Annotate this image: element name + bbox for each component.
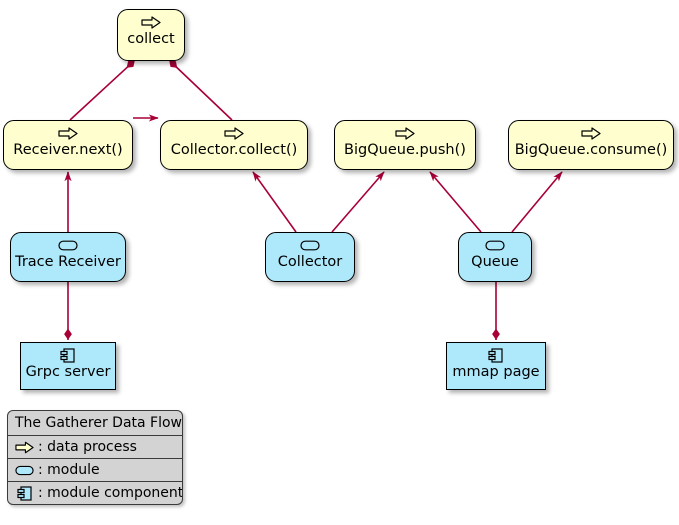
node-receiver-next[interactable]: Receiver.next() (3, 120, 133, 170)
data-process-icon (224, 126, 244, 141)
edge-queue-to-bigqueue-push (429, 171, 482, 233)
edge-collector-to-collector-collect (252, 171, 297, 233)
data-process-icon (15, 440, 34, 455)
node-label: mmap page (452, 364, 540, 380)
node-queue[interactable]: Queue (458, 232, 532, 282)
node-label: Collector (277, 254, 343, 270)
edge-queue-to-bigqueue-consume (511, 171, 563, 233)
module-component-icon (60, 348, 76, 363)
legend-label: : module component (38, 485, 183, 501)
data-process-icon (141, 15, 161, 30)
module-icon (15, 463, 34, 478)
legend-row-module: : module (8, 459, 182, 482)
node-label: Receiver.next() (13, 142, 123, 158)
module-component-icon (488, 348, 504, 363)
node-label: Collector.collect() (170, 142, 298, 158)
node-collector-collect[interactable]: Collector.collect() (160, 120, 308, 170)
node-label: Queue (471, 254, 519, 270)
legend-label: : module (38, 462, 100, 478)
data-process-icon (395, 126, 415, 141)
legend-row-data-process: : data process (8, 436, 182, 459)
node-mmap-page[interactable]: mmap page (446, 342, 546, 390)
legend: The Gatherer Data Flow : data process : … (7, 410, 183, 505)
edge-collect-to-collector-collect (169, 60, 233, 121)
node-label: Grpc server (25, 364, 111, 380)
node-label: Trace Receiver (15, 254, 121, 270)
node-collector[interactable]: Collector (265, 232, 355, 282)
edge-collector-to-bigqueue-push (331, 171, 385, 233)
module-component-icon (15, 485, 34, 501)
module-icon (300, 238, 320, 253)
node-trace-receiver[interactable]: Trace Receiver (10, 232, 126, 282)
node-label: collect (127, 31, 175, 47)
edge-collect-to-receiver-next (69, 60, 135, 121)
module-icon (58, 238, 78, 253)
data-process-icon (58, 126, 78, 141)
data-process-icon (581, 126, 601, 141)
node-collect[interactable]: collect (117, 9, 185, 61)
legend-row-module-component: : module component (8, 482, 182, 504)
node-bigqueue-consume[interactable]: BigQueue.consume() (508, 120, 674, 170)
legend-label: : data process (38, 439, 137, 455)
module-icon (485, 238, 505, 253)
node-grpc-server[interactable]: Grpc server (20, 342, 116, 390)
node-label: BigQueue.push() (344, 142, 466, 158)
node-bigqueue-push[interactable]: BigQueue.push() (334, 120, 476, 170)
legend-title: The Gatherer Data Flow (8, 411, 182, 436)
node-label: BigQueue.consume() (514, 142, 668, 158)
